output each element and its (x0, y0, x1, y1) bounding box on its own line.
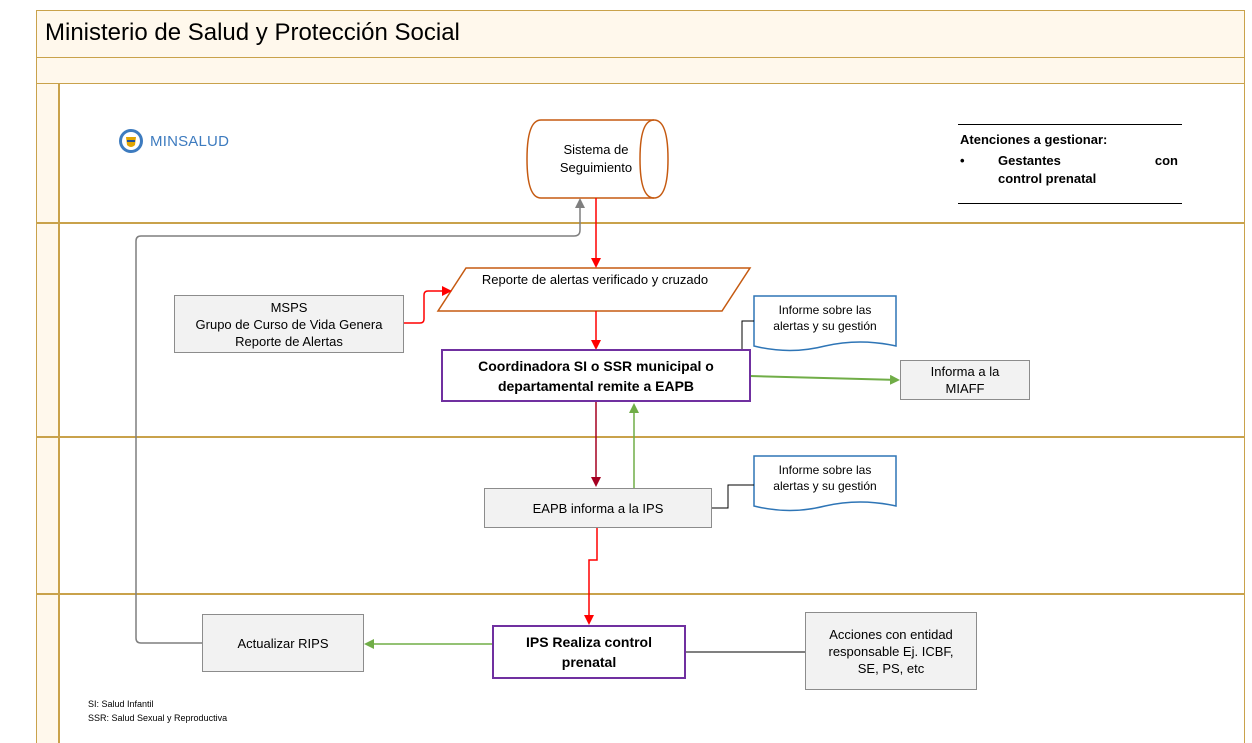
note-ssr: SSR: Salud Sexual y Reproductiva (88, 713, 228, 723)
eapb-label: EAPB informa a la IPS (532, 500, 664, 516)
document-label-2: Informe sobre las alertas y su gestión (773, 463, 877, 493)
ips-label: IPS Realiza control prenatal (525, 634, 653, 670)
msps-box: MSPS Grupo de Curso de Vida Genera Repor… (174, 295, 404, 353)
legend-item-word1: Gestantes (998, 153, 1061, 168)
lane-header-column (36, 84, 60, 743)
right-border (1244, 84, 1245, 743)
eapb-box: EAPB informa a la IPS (484, 488, 712, 528)
acciones-box: Acciones con entidad responsable Ej. ICB… (805, 612, 977, 690)
lane-divider-3 (36, 593, 1245, 595)
title-band: Ministerio de Salud y Protección Social (36, 10, 1245, 58)
page-title: Ministerio de Salud y Protección Social (45, 19, 460, 46)
arrow-rips-to-sistema (135, 198, 585, 644)
rips-box: Actualizar RIPS (202, 614, 364, 672)
legend-bullet: • (960, 153, 965, 168)
msps-line-3: Reporte de Alertas (235, 333, 343, 349)
reporte-alertas-label: Reporte de alertas verificado y cruzado (481, 272, 709, 287)
rips-label: Actualizar RIPS (237, 635, 329, 651)
document-label-1: Informe sobre las alertas y su gestión (773, 303, 877, 333)
coordinadora-box: Coordinadora SI o SSR municipal o depart… (441, 349, 751, 402)
msps-line-1: MSPS (270, 299, 308, 315)
reporte-alertas-shape (436, 267, 752, 312)
lane-divider-2 (36, 436, 1245, 438)
legend-bottom-rule (958, 203, 1182, 204)
sub-band (36, 58, 1245, 84)
connector-eapb-doc2 (712, 484, 754, 509)
sistema-seguimiento-label: Sistema de Seguimiento (559, 142, 633, 175)
arrow-eapb-to-ips (584, 528, 598, 625)
legend-item-line1: Gestantes con (998, 152, 1178, 170)
coat-of-arms-icon (119, 129, 143, 153)
connector-coordinadora-doc1 (741, 320, 754, 350)
sistema-seguimiento-shape (526, 119, 669, 199)
msps-line-2: Grupo de Curso de Vida Genera (195, 316, 383, 332)
legend-item-line2: control prenatal (998, 171, 1097, 186)
lane-divider-1 (36, 222, 1245, 224)
acciones-label: Acciones con entidad responsable Ej. ICB… (828, 626, 954, 676)
legend-item-word2: con (1154, 153, 1178, 168)
arrow-coordinadora-to-miaff (749, 374, 900, 385)
logo-text: MINSALUD (150, 132, 230, 150)
arrow-msps-to-reporte (403, 286, 452, 324)
legend-top-rule (958, 124, 1182, 125)
legend-title: Atenciones a gestionar: (960, 132, 1108, 147)
document-shape-2 (753, 455, 897, 512)
document-shape-1 (753, 295, 897, 352)
ips-box: IPS Realiza control prenatal (492, 625, 686, 679)
note-si: SI: Salud Infantil (88, 699, 154, 709)
miaff-box: Informa a la MIAFF (900, 360, 1030, 400)
notes: SI: Salud Infantil SSR: Salud Sexual y R… (88, 697, 227, 725)
coordinadora-label: Coordinadora SI o SSR municipal o depart… (478, 357, 714, 394)
minsalud-logo: MINSALUD (118, 128, 229, 154)
miaff-label: Informa a la MIAFF (930, 364, 1000, 396)
legend-box: Atenciones a gestionar: • Gestantes con … (958, 124, 1182, 204)
